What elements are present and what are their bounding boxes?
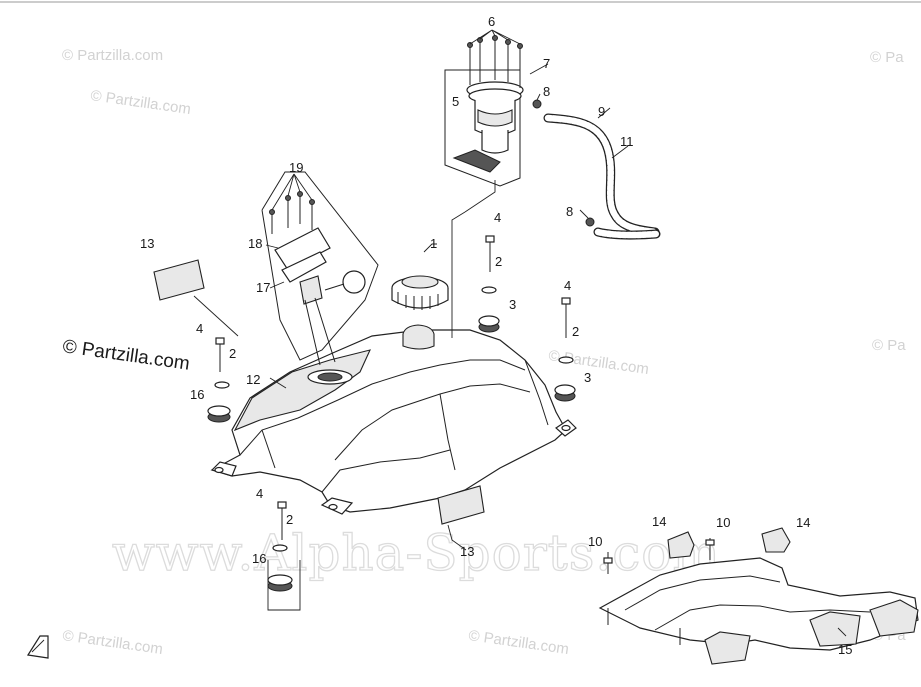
callout-13-bottom: 13 (460, 544, 474, 559)
callout-4-bottom: 4 (256, 486, 263, 501)
watermark-alpha-sports: www.Alpha-Sports.com (112, 524, 721, 582)
callout-3-center: 3 (509, 297, 516, 312)
callout-6: 6 (488, 14, 495, 29)
callout-8-hose: 8 (566, 204, 573, 219)
callout-7: 7 (543, 56, 550, 71)
callout-2-left: 2 (229, 346, 236, 361)
tank-bracket (598, 527, 919, 665)
watermark-partzilla-top-right: © Pa (870, 49, 904, 66)
fuel-sender-assembly (261, 171, 379, 366)
callout-16-bottom: 16 (252, 551, 266, 566)
callout-5: 5 (452, 94, 459, 109)
mount-hardware-right (554, 297, 576, 402)
callout-15: 15 (838, 642, 852, 657)
callout-10-left: 10 (588, 534, 602, 549)
decal-bottom (437, 485, 485, 525)
callout-labels: 1 2 2 2 2 3 3 4 4 4 4 5 6 7 8 8 9 10 10 … (140, 14, 852, 657)
callout-10-center: 10 (716, 515, 730, 530)
callout-2-center: 2 (495, 254, 502, 269)
callout-4-left: 4 (196, 321, 203, 336)
callout-1: 1 (430, 236, 437, 251)
callout-4-right: 4 (564, 278, 571, 293)
watermark-partzilla-bottom-left: © Partzilla.com (61, 627, 163, 658)
mount-hardware-left (207, 337, 231, 423)
watermark-partzilla-dark: © Partzilla.com (61, 336, 191, 375)
direction-arrow-icon (27, 635, 49, 659)
fuel-tank (210, 324, 577, 515)
watermark-partzilla-top-left-2: © Partzilla.com (89, 87, 191, 118)
watermark-partzilla-top-left: © Partzilla.com (62, 47, 163, 64)
leader-lines (193, 29, 847, 637)
callout-3-right: 3 (584, 370, 591, 385)
callout-11: 11 (620, 134, 634, 149)
watermark-partzilla-bottom-center: © Partzilla.com (467, 627, 569, 658)
callout-14-left: 14 (652, 514, 666, 529)
callout-14-right: 14 (796, 515, 810, 530)
mount-hardware-center (478, 235, 500, 333)
callout-18: 18 (248, 236, 262, 251)
callout-4-center: 4 (494, 210, 501, 225)
callout-2-right: 2 (572, 324, 579, 339)
callout-16-left: 16 (190, 387, 204, 402)
callout-8-top: 8 (543, 84, 550, 99)
callout-12: 12 (246, 372, 260, 387)
callout-19: 19 (289, 160, 303, 175)
fuel-hose (543, 113, 661, 240)
callout-9: 9 (598, 104, 605, 119)
fuel-pump-assembly (444, 35, 542, 338)
fuel-cap (391, 275, 449, 310)
mount-hardware-bottom (267, 501, 301, 611)
decal-left (153, 259, 205, 301)
watermark-partzilla-right: © Pa (872, 337, 906, 354)
callout-2-bottom: 2 (286, 512, 293, 527)
callout-17: 17 (256, 280, 270, 295)
callout-13-left: 13 (140, 236, 154, 251)
